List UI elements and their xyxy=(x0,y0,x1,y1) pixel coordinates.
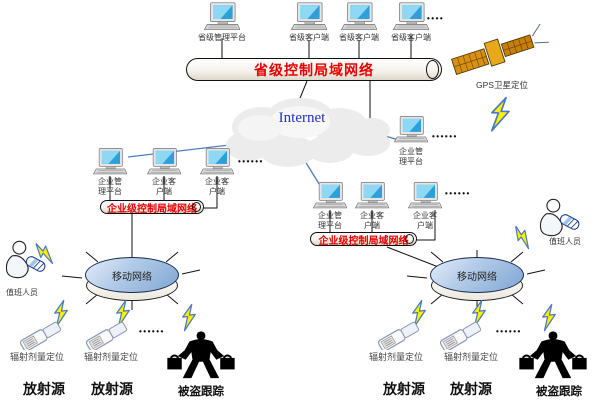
computer-label: 企业管理平台 xyxy=(98,177,122,196)
dosimeter-device-icon xyxy=(18,320,64,350)
ellipsis-dots: •••••• xyxy=(238,157,264,166)
cylinder-cap xyxy=(405,234,414,244)
bus-label: 省级控制局域网络 xyxy=(254,61,374,78)
computer-icon xyxy=(291,2,327,32)
thief-icon xyxy=(166,330,236,380)
gps-satellite-icon xyxy=(448,24,552,82)
enterprise-right-computer-1: 企业管理平台 xyxy=(313,182,347,230)
enterprise-right-lan-bus: 企业级控制局域网络 xyxy=(310,232,417,247)
dosimeter-label: 辐射剂量定位 xyxy=(83,352,138,362)
gps-label: GPS卫星定位 xyxy=(476,80,528,90)
computer-icon xyxy=(341,2,377,32)
internet-label: Internet xyxy=(278,110,326,126)
dosimeter-label: 辐射剂量定位 xyxy=(443,352,498,362)
dosimeter-label: 辐射剂量定位 xyxy=(9,352,64,362)
enterprise-right-computer-2: 企业客户端 xyxy=(355,182,389,230)
dosimeter-device-icon xyxy=(438,320,484,350)
lan-links xyxy=(109,36,442,269)
ellipsis-dots: •••••• xyxy=(496,327,522,336)
computer-label: 省级客户端 xyxy=(339,33,379,42)
computer-icon xyxy=(408,182,442,210)
computer-icon xyxy=(200,148,234,176)
oval-top: 移动网络 xyxy=(430,257,524,293)
stolen-tracking-label: 被盗跟踪 xyxy=(178,386,224,398)
bus-label: 企业级控制局域网络 xyxy=(107,203,197,215)
enterprise-left-lan-bus: 企业级控制局域网络 xyxy=(100,200,204,215)
enterprise-left-computer-3: 企业客户端 xyxy=(200,148,234,196)
cylinder-cap xyxy=(426,60,439,79)
ellipsis-dots: •••••• xyxy=(445,189,471,198)
enterprise-right-computer-3: 企业客户端 xyxy=(408,182,442,230)
computer-icon xyxy=(147,148,181,176)
computer-label: 企业客户端 xyxy=(360,211,384,230)
provincial-lan-bus: 省级控制局域网络 xyxy=(186,58,442,81)
mobile-network-left: 移动网络 xyxy=(85,257,179,303)
radiation-source-label: 放射源 xyxy=(450,383,492,398)
computer-icon xyxy=(393,2,429,32)
cylinder-cap xyxy=(192,202,201,212)
radiation-source-label: 放射源 xyxy=(383,383,425,398)
mobile-network-right: 移动网络 xyxy=(430,257,524,303)
ellipsis-dots: •••••• xyxy=(432,132,458,141)
provincial-client-computer-3: 省级客户端 xyxy=(383,2,439,43)
internet-cloud xyxy=(226,98,390,167)
dosimeter-device-icon xyxy=(84,320,130,350)
computer-icon xyxy=(355,182,389,210)
mobile-network-label: 移动网络 xyxy=(112,271,152,283)
computer-icon xyxy=(204,2,240,32)
computer-label: 省级管理平台 xyxy=(198,33,246,42)
computer-label: 企业客户端 xyxy=(413,211,437,230)
bus-label: 企业级控制局域网络 xyxy=(318,235,409,247)
computer-icon xyxy=(93,148,127,176)
computer-icon xyxy=(313,182,347,210)
dosimeter-device-icon xyxy=(376,320,422,350)
stolen-tracking-label: 被盗跟踪 xyxy=(536,386,582,398)
computer-label: 省级客户端 xyxy=(391,33,431,42)
computer-label: 企业客户端 xyxy=(205,177,229,196)
thief-icon xyxy=(518,330,588,380)
dosimeter-label: 辐射剂量定位 xyxy=(368,352,423,362)
duty-person-icon xyxy=(538,196,584,240)
mobile-network-label: 移动网络 xyxy=(457,271,497,283)
enterprise-hq-computer: 企业管理平台 xyxy=(394,116,428,166)
ellipsis-dots: •••••• xyxy=(139,327,165,336)
computer-icon xyxy=(394,116,428,144)
computer-label: 企业客户端 xyxy=(152,177,176,196)
provincial-client-computer-1: 省级客户端 xyxy=(281,2,337,43)
enterprise-left-computer-2: 企业客户端 xyxy=(147,148,181,196)
oval-top: 移动网络 xyxy=(85,257,179,293)
computer-label: 企业管理平台 xyxy=(318,211,342,230)
duty-person-label: 值班人员 xyxy=(6,288,38,297)
radiation-source-label: 放射源 xyxy=(91,383,133,398)
enterprise-left-computer-1: 企业管理平台 xyxy=(93,148,127,196)
computer-label: 省级客户端 xyxy=(289,33,329,42)
duty-person-label: 值班人员 xyxy=(549,237,581,246)
provincial-admin-computer: 省级管理平台 xyxy=(194,2,250,43)
radiation-source-label: 放射源 xyxy=(23,383,65,398)
computer-label: 企业管理平台 xyxy=(399,147,423,166)
ellipsis-dots: •••• xyxy=(427,14,445,23)
provincial-client-computer-2: 省级客户端 xyxy=(331,2,387,43)
